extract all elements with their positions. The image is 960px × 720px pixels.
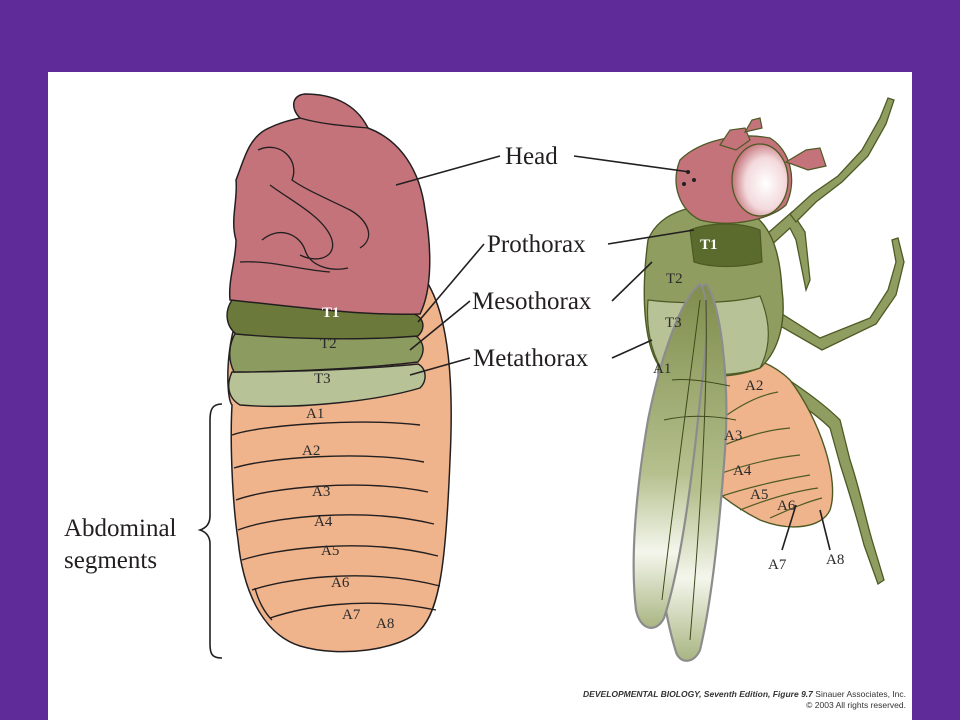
label-mesothorax: Mesothorax xyxy=(472,288,592,315)
fly-antenna xyxy=(719,117,827,171)
leader-prothorax-fly xyxy=(607,229,695,245)
fly-segment-t1 xyxy=(689,223,763,268)
credit-publisher: Sinauer Associates, Inc. xyxy=(815,689,906,699)
leader-head-fly xyxy=(573,155,691,173)
embryo-label-a4: A4 xyxy=(314,514,333,530)
wing-veins xyxy=(661,299,737,641)
fly-label-a5: A5 xyxy=(750,487,768,503)
fly-label-a6: A6 xyxy=(777,498,796,514)
fly-label-a7: A7 xyxy=(768,557,787,573)
fly-label-a3: A3 xyxy=(724,428,742,444)
embryo xyxy=(226,93,452,653)
figure-credit: DEVELOPMENTAL BIOLOGY, Seventh Edition, … xyxy=(583,689,906,711)
leader-mesothorax-embryo xyxy=(409,300,471,351)
fly-label-a8: A8 xyxy=(826,552,844,568)
fly-label-a2: A2 xyxy=(745,378,763,394)
embryo-label-a3: A3 xyxy=(312,484,330,500)
head-fold-lines xyxy=(239,117,370,273)
embryo-label-a6: A6 xyxy=(331,575,350,591)
fly-label-t2: T2 xyxy=(666,271,683,287)
embryo-label-t1: T1 xyxy=(322,305,340,321)
embryo-label-a2: A2 xyxy=(302,443,320,459)
fly-label-t3: T3 xyxy=(665,315,682,331)
embryo-head xyxy=(228,93,431,316)
fly-wing-front xyxy=(632,282,708,629)
credit-book: DEVELOPMENTAL BIOLOGY, Seventh Edition, … xyxy=(583,689,813,699)
embryo-label-a1: A1 xyxy=(306,406,324,422)
embryo-segment-t3 xyxy=(228,363,426,407)
leader-mesothorax-fly xyxy=(611,261,653,302)
label-prothorax: Prothorax xyxy=(487,231,586,258)
leader-head-embryo xyxy=(395,155,501,186)
leader-metathorax-embryo xyxy=(409,357,471,376)
label-metathorax: Metathorax xyxy=(473,345,589,372)
abdominal-bracket xyxy=(197,403,223,659)
fly-eye xyxy=(731,143,789,217)
embryo-label-t3: T3 xyxy=(314,371,331,387)
embryo-label-a8: A8 xyxy=(376,616,394,632)
label-head: Head xyxy=(505,143,558,170)
fly-label-a4: A4 xyxy=(733,463,752,479)
fly-label-t1: T1 xyxy=(700,237,718,253)
embryo-label-a5: A5 xyxy=(321,543,339,559)
credit-copyright: © 2003 All rights reserved. xyxy=(806,700,906,710)
adult-fly xyxy=(632,97,905,662)
leader-metathorax-fly xyxy=(611,339,653,359)
leader-a7 xyxy=(781,504,797,551)
embryo-label-t2: T2 xyxy=(320,336,337,352)
embryo-label-a7: A7 xyxy=(342,607,361,623)
abdominal-segment-lines xyxy=(231,421,441,621)
leader-a8 xyxy=(819,509,831,551)
label-segments: segments xyxy=(64,547,157,574)
label-abdominal: Abdominal xyxy=(64,515,177,542)
fly-ocelli xyxy=(682,170,696,186)
leader-prothorax-embryo xyxy=(417,243,485,323)
fly-label-a1: A1 xyxy=(653,361,671,377)
